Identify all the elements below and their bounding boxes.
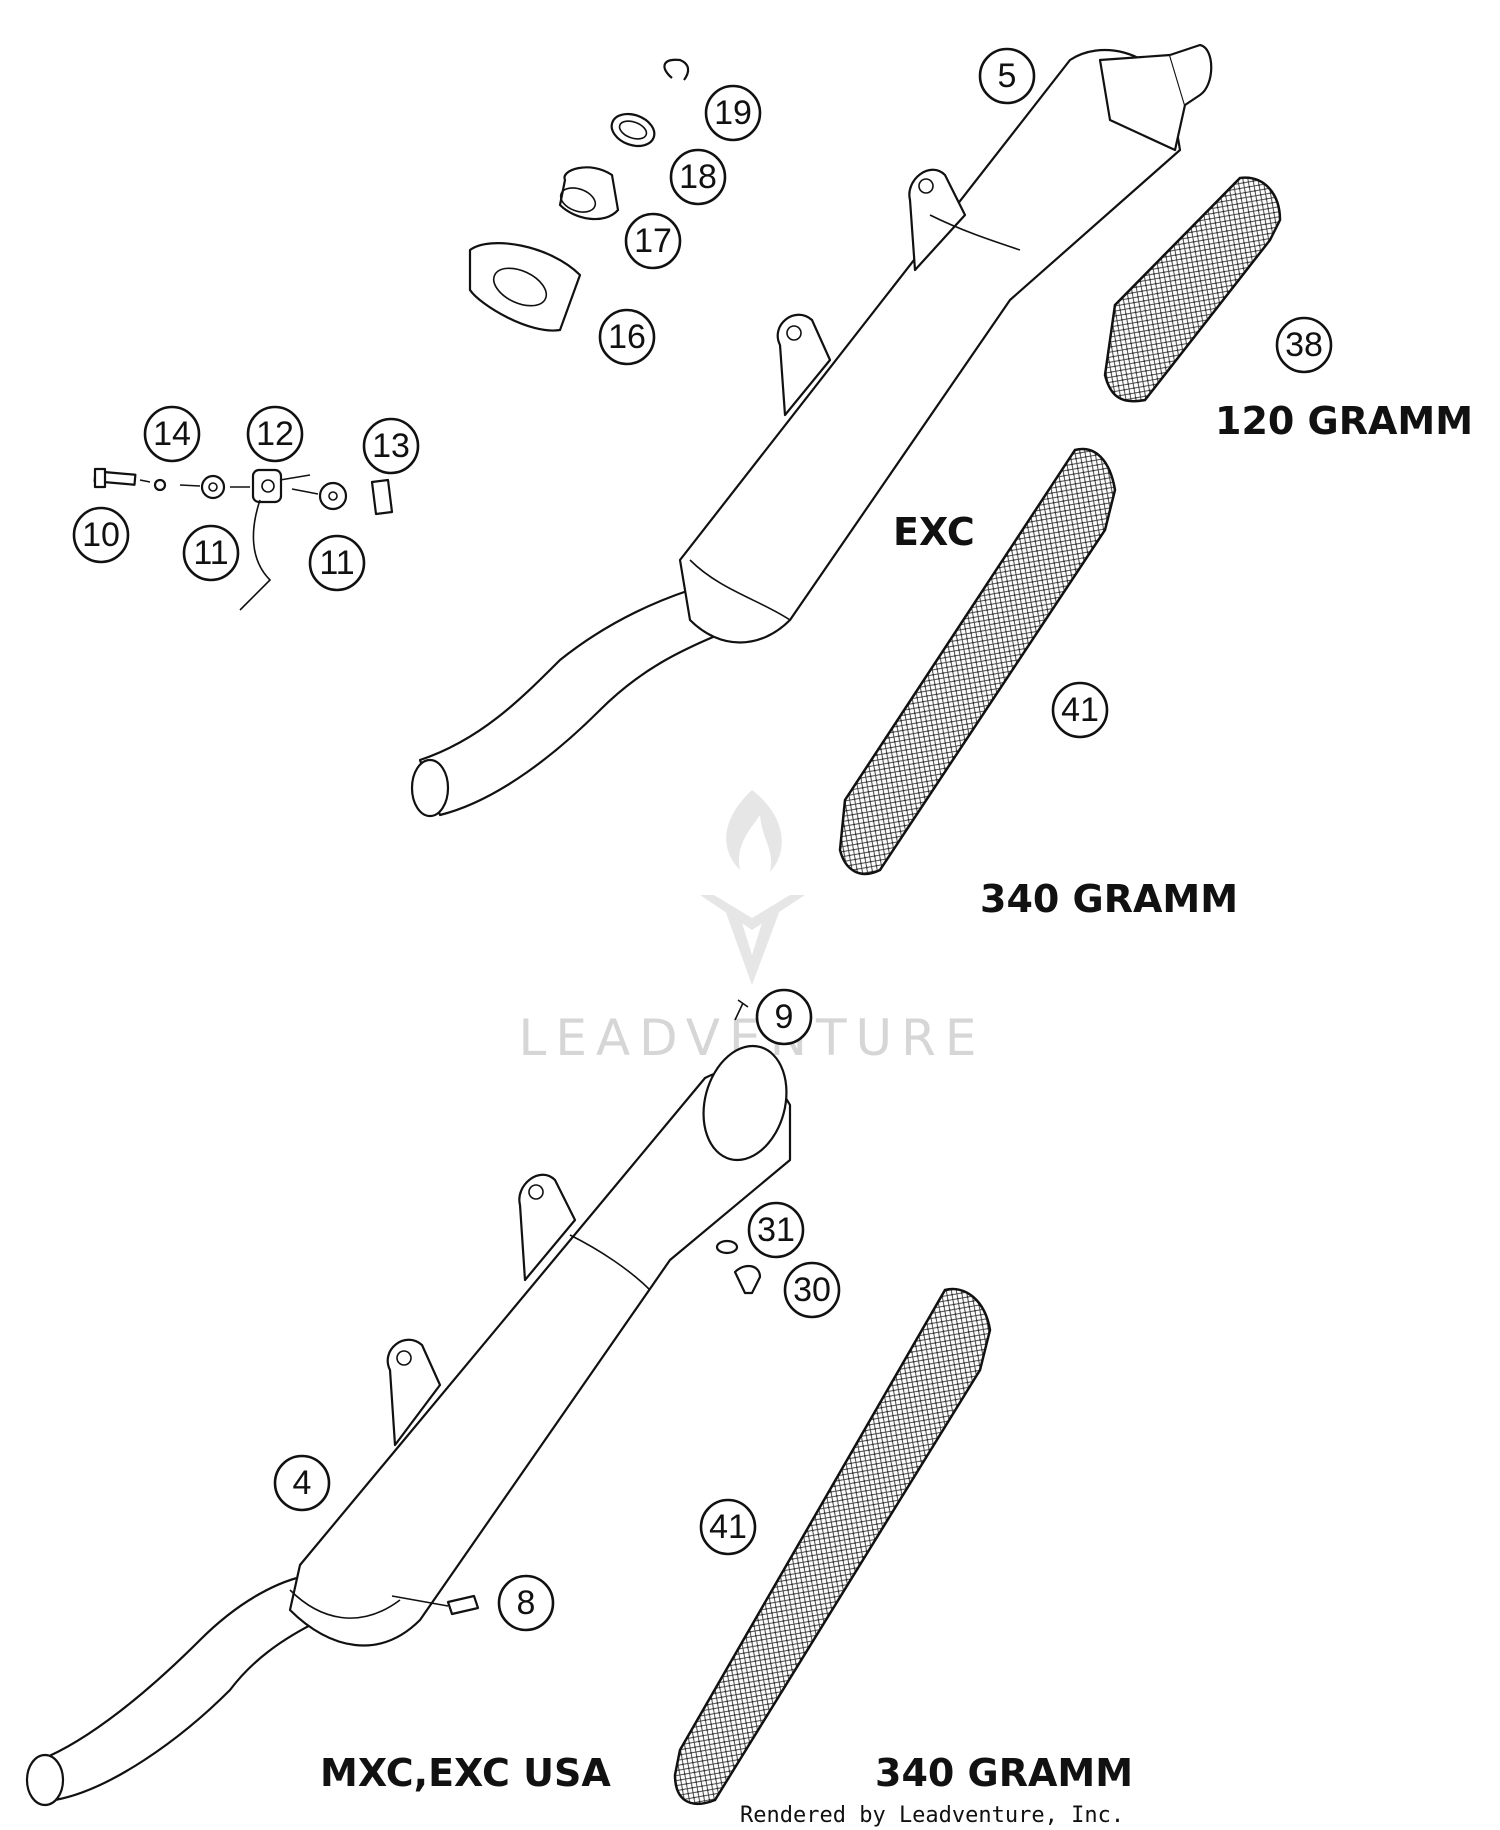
callout-5: 5 — [978, 47, 1036, 105]
svg-text:41: 41 — [1061, 691, 1099, 729]
callout-17: 17 — [624, 212, 682, 270]
callout-12: 12 — [246, 405, 304, 463]
svg-text:11: 11 — [319, 544, 354, 582]
callout-4: 4 — [273, 1454, 331, 1512]
packing-41-bottom — [673, 1287, 992, 1806]
packing-41-top — [838, 447, 1117, 876]
callout-41-bottom: 41 — [699, 1498, 757, 1556]
mounting-hardware — [93, 467, 394, 611]
callout-11-left: 11 — [182, 524, 240, 582]
footer-credit: Rendered by Leadventure, Inc. — [740, 1803, 1124, 1828]
callout-18: 18 — [669, 148, 727, 206]
bolt-9 — [734, 999, 749, 1021]
svg-text:13: 13 — [372, 427, 410, 465]
svg-text:10: 10 — [82, 516, 120, 554]
label-exc: EXC — [893, 510, 975, 554]
svg-text:4: 4 — [293, 1464, 312, 1502]
leadventure-watermark-logo — [700, 790, 805, 985]
svg-text:12: 12 — [256, 415, 294, 453]
svg-text:17: 17 — [634, 222, 672, 260]
callout-11-right: 11 — [308, 534, 366, 592]
callout-41-top: 41 — [1051, 681, 1109, 739]
svg-text:8: 8 — [517, 1584, 536, 1622]
callout-19: 19 — [704, 84, 762, 142]
svg-text:11: 11 — [193, 534, 228, 572]
svg-text:31: 31 — [757, 1211, 795, 1249]
callout-16: 16 — [598, 308, 656, 366]
callout-10: 10 — [72, 506, 130, 564]
svg-text:16: 16 — [608, 318, 646, 356]
silencer-mxc — [25, 1044, 792, 1807]
callout-31: 31 — [747, 1201, 805, 1259]
end-cap-parts — [468, 58, 690, 332]
label-mxc-exc-usa: MXC,EXC USA — [320, 1751, 611, 1795]
svg-text:30: 30 — [793, 1271, 831, 1309]
callout-13: 13 — [362, 417, 420, 475]
svg-text:9: 9 — [775, 998, 794, 1036]
svg-text:19: 19 — [714, 94, 752, 132]
callout-30: 30 — [783, 1261, 841, 1319]
callout-14: 14 — [143, 405, 201, 463]
packing-38 — [1103, 176, 1282, 403]
svg-text:14: 14 — [153, 415, 191, 453]
label-120-gramm: 120 GRAMM — [1215, 399, 1473, 443]
callout-38: 38 — [1275, 316, 1333, 374]
callout-9: 9 — [755, 988, 813, 1046]
svg-text:18: 18 — [679, 158, 717, 196]
label-340-gramm-top: 340 GRAMM — [980, 877, 1238, 921]
callout-8: 8 — [497, 1574, 555, 1632]
svg-text:5: 5 — [998, 57, 1017, 95]
silencer-exc — [410, 43, 1213, 818]
svg-text:38: 38 — [1285, 326, 1323, 364]
svg-text:41: 41 — [709, 1508, 747, 1546]
label-340-gramm-bottom: 340 GRAMM — [875, 1751, 1133, 1795]
